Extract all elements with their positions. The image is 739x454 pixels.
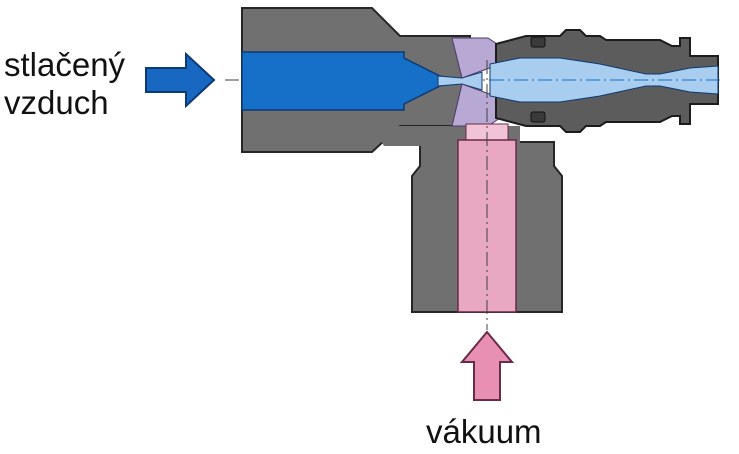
o-ring-top bbox=[530, 36, 546, 48]
compressed-air-label-line2: vzduch bbox=[4, 84, 109, 121]
compressed-air-label-line1: stlačený bbox=[4, 46, 126, 83]
compressed-air-label: stlačený vzduch bbox=[4, 46, 125, 122]
compressed-air-arrow bbox=[145, 51, 216, 109]
vacuum-label: vákuum bbox=[426, 413, 542, 450]
vacuum-arrow bbox=[459, 330, 515, 401]
o-ring-bottom bbox=[530, 111, 546, 123]
